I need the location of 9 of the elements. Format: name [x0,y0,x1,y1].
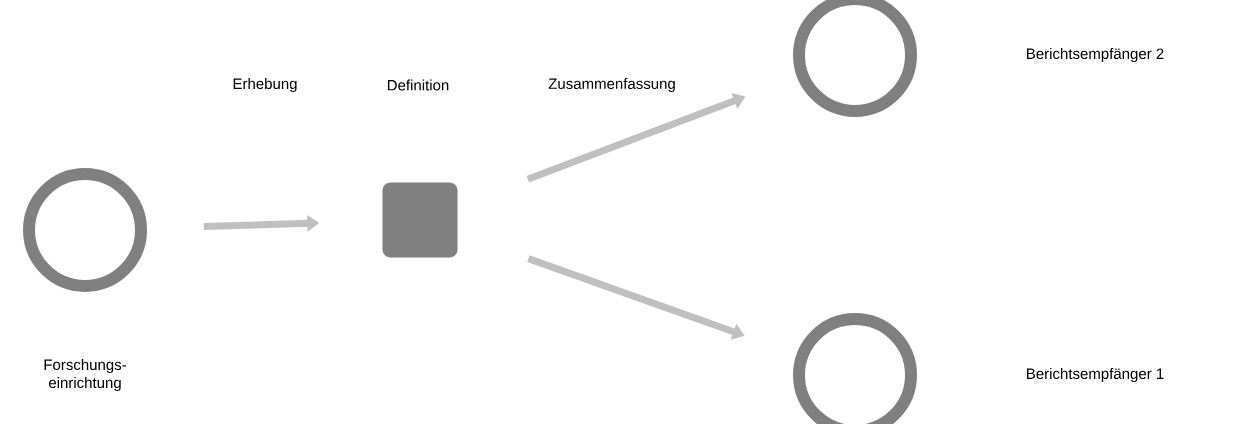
column-heading: Zusammenfassung [548,78,675,92]
recipient-label: Berichtsempfänger 2 [1027,48,1164,62]
column-heading: Erhebung [233,78,297,92]
column-heading: Definition [387,79,449,91]
ring [793,313,917,424]
square [382,182,458,258]
node-label: Forschungs- einrichtung [44,359,126,391]
ring [793,0,917,117]
recipient-label: Berichtsempfänger 1 [1027,368,1164,382]
